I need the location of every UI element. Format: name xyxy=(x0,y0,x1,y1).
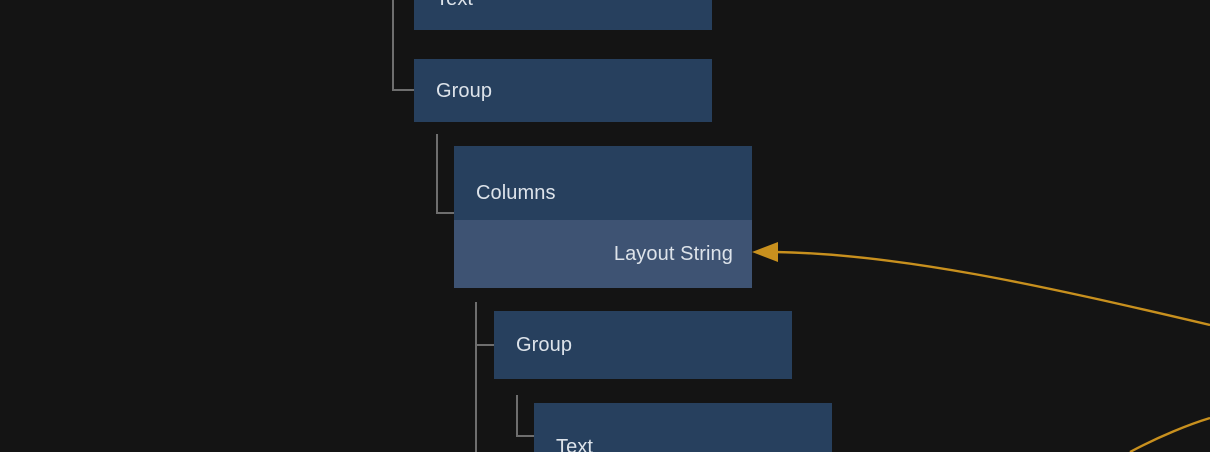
connector-to-group-2-vertical xyxy=(475,302,477,452)
connector-to-columns-vertical xyxy=(436,134,438,214)
wire-lower-right xyxy=(1129,416,1210,452)
connector-to-group-1-stub xyxy=(392,89,416,91)
node-group-1[interactable]: Group xyxy=(414,59,712,122)
connector-to-text-bottom-stub xyxy=(516,435,536,437)
node-columns-slot-layout-string[interactable]: Layout String xyxy=(454,220,752,288)
node-text-bottom-label: Text xyxy=(556,436,594,452)
connector-to-group-1-vertical xyxy=(392,0,394,91)
connector-to-group-2-stub xyxy=(475,344,496,346)
node-group-2[interactable]: Group xyxy=(494,311,792,379)
node-columns[interactable]: Columns Layout String xyxy=(454,146,752,288)
node-text-bottom[interactable]: Text xyxy=(534,403,832,452)
wire-arrowhead-layout-string xyxy=(752,242,778,262)
connector-to-columns-stub xyxy=(436,212,456,214)
wire-layout-string xyxy=(774,250,1210,327)
node-group-1-label: Group xyxy=(436,79,493,102)
connector-to-text-bottom-vertical xyxy=(516,395,518,437)
node-text-top[interactable]: Text xyxy=(414,0,712,30)
node-columns-label: Columns xyxy=(476,182,556,204)
node-group-2-label: Group xyxy=(516,334,573,356)
slot-layout-string-label: Layout String xyxy=(613,243,733,265)
node-text-top-label: Text xyxy=(436,0,473,9)
